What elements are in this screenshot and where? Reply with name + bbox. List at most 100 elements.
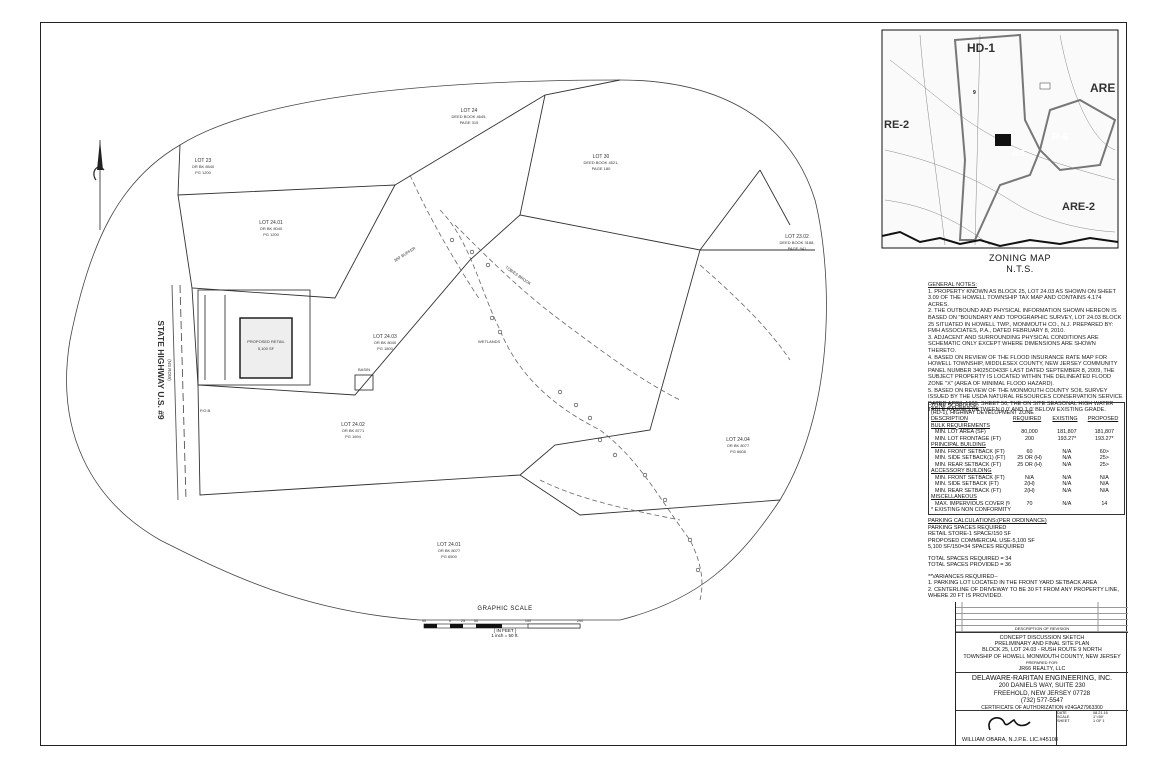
meta-label: SCALE [1057,715,1070,719]
meta-label: SHEET [1057,719,1070,723]
table-cell: MIN. SIDE SETBACK (FT) [935,481,999,487]
table-cell: 60> [1099,448,1109,455]
note-item: 4. BASED ON REVIEW OF THE FLOOD INSURANC… [928,354,1118,387]
parking-line: PARKING SPACES REQUIRED [928,524,1007,531]
brook-label: TOBIES BROOK [504,265,532,287]
zoning-map-scale: N.T.S. [1006,264,1034,274]
svg-text:OR BK 8077: OR BK 8077 [438,548,461,553]
table-cell: N/A [1062,474,1072,481]
svg-text:PAGE 315: PAGE 315 [460,120,479,125]
svg-text:PAGE 941: PAGE 941 [788,246,807,251]
table-cell: 70 [1026,500,1033,507]
highway-right-of-way [179,284,187,501]
parking-line: TOTAL SPACES REQUIRED = 34 [928,555,1012,562]
table-section-row: BULK REQUIREMENTS [929,423,1124,430]
svg-text:PG 1800: PG 1800 [377,346,394,351]
parking-line: 1. PARKING LOT LOCATED IN THE FRONT YARD… [928,580,1098,586]
header-cell: PROPOSED [1087,416,1119,422]
svg-text:OR BK 8540: OR BK 8540 [192,164,215,169]
table-section-row: ACCESSORY BUILDING [929,468,1124,475]
project-line: TOWNSHIP OF HOWELL MONMOUTH COUNTY, NEW … [963,653,1121,660]
parking-calculations: PARKING CALCULATIONS:(PER ORDINANCE) PAR… [928,518,1123,600]
table-cell: N/A [1062,487,1072,494]
table-cell: N/A [1062,455,1072,461]
graphic-scale-bar [423,623,581,629]
firm-certificate: CERTIFICATE OF AUTHORIZATION #24GA279633… [981,704,1103,711]
table-cell: 2(H) [1024,481,1035,487]
table-cell: N/A [1062,448,1072,455]
lot-label: LOT 24.01 [437,542,461,548]
table-cell: MIN. REAR SETBACK (FT) [935,487,1002,494]
table-cell: 193.27* [1095,435,1114,442]
subject-site-marker [995,134,1011,146]
table-cell: BULK REQUIREMENTS [931,422,991,429]
lot-label: LOT 24.03 [373,334,397,340]
table-cell: 60 [1026,448,1033,455]
svg-text:OR BK 8040: OR BK 8040 [260,226,283,231]
header-cell: DESCRIPTION [931,416,968,422]
table-cell: N/A [1025,474,1034,481]
note-item: 2. THE OUTBOUND AND PHYSICAL INFORMATION… [928,308,1122,335]
zone-name: (HD-1), HIGHWAY DEVELOPMENT ZONE [931,409,1034,416]
lot-label: LOT 24.04 [726,437,750,443]
svg-text:R-5: R-5 [1012,149,1025,158]
parking-line: 2. CENTERLINE OF DRIVEWAY TO BE 30 FT FR… [928,586,1119,600]
svg-text:OR BK 8077: OR BK 8077 [727,443,750,448]
table-header: DESCRIPTION REQUIRED EXISTING PROPOSED [929,416,1124,423]
table-cell: MIN. LOT AREA (SF) [935,429,986,435]
svg-text:OR BK 8771: OR BK 8771 [342,428,365,433]
basin-label: BASIN [358,367,370,372]
table-cell: 193.27* [1057,435,1077,442]
svg-text:ARE-2: ARE-2 [1062,201,1095,213]
svg-text:RE-2: RE-2 [884,119,909,131]
notes-heading: GENERAL NOTES: [928,282,977,288]
header-cell: EXISTING [1052,416,1078,422]
firm-address: 200 DANIELS WAY, SUITE 230 [998,682,1086,690]
lot-label: LOT 24.02 [341,422,365,428]
wetland-line [539,479,681,521]
svg-text:R-6: R-6 [1052,132,1069,143]
scale-title: GRAPHIC SCALE [477,606,533,612]
project-description: CONCEPT DISCUSSION SKETCH PRELIMINARY AN… [956,633,1128,673]
table-cell: 181,807 [1094,429,1115,435]
table-cell: MIN. SIDE SETBACK(1) (FT) [935,455,1006,461]
firm-address: FREEHOLD, NEW JERSEY 07728 [993,689,1091,697]
svg-text:PG 6608: PG 6608 [730,449,747,454]
svg-text:50: 50 [474,619,478,623]
svg-text:PG 6500: PG 6500 [441,554,458,559]
parking-line: TOTAL SPACES PROVIDED = 36 [928,562,1012,568]
parking-line: 5,100 SF/150=34 SPACES REQUIRED [928,544,1025,550]
highway-sub-label: (NS ROW) [167,359,172,381]
zone-footnote: * EXISTING NON CONFORMITY [931,507,1011,513]
lot-line [197,249,701,496]
svg-text:ARE: ARE [1090,81,1115,95]
table-cell: 200 [1025,435,1034,442]
general-notes: GENERAL NOTES: 1. PROPERTY KNOWN AS BLOC… [928,282,1123,414]
table-cell: N/A [1062,481,1072,487]
radius-boundary [66,79,827,621]
parking-line: RETAIL STORE-1 SPACE/150 SF [928,531,1011,537]
north-arrow-icon [93,140,105,230]
table-cell: MIN. REAR SETBACK (FT) [935,461,1002,468]
graphic-scale: GRAPHIC SCALE ( IN FEET ) 1 inch = 50 ft… [420,606,590,638]
zone-schedule-table: ZONE SCHEDULE: (HD-1), HIGHWAY DEVELOPME… [928,402,1125,515]
firm-name: DELAWARE-RARITAN ENGINEERING, INC. [971,675,1113,682]
parking-area [197,289,374,391]
engineer-name: WILLIAM OBARA, N.J.P.E. LIC.#45108 [962,737,1058,743]
highway-right-of-way [171,284,179,501]
parking-heading: PARKING CALCULATIONS:(PER ORDINANCE) [928,518,1047,524]
firm-phone: (732) 577-5547 [1020,697,1064,705]
zone-boundary [953,33,1042,241]
building-area-label: 5,100 SF [258,346,275,351]
svg-text:0: 0 [449,619,451,623]
table-cell: 25> [1099,455,1109,461]
revision-table: DESCRIPTION OF REVISION [956,602,1128,633]
project-line: JR66 REALTY, LLC [1018,666,1066,673]
table-cell: 181,807 [1057,429,1077,435]
